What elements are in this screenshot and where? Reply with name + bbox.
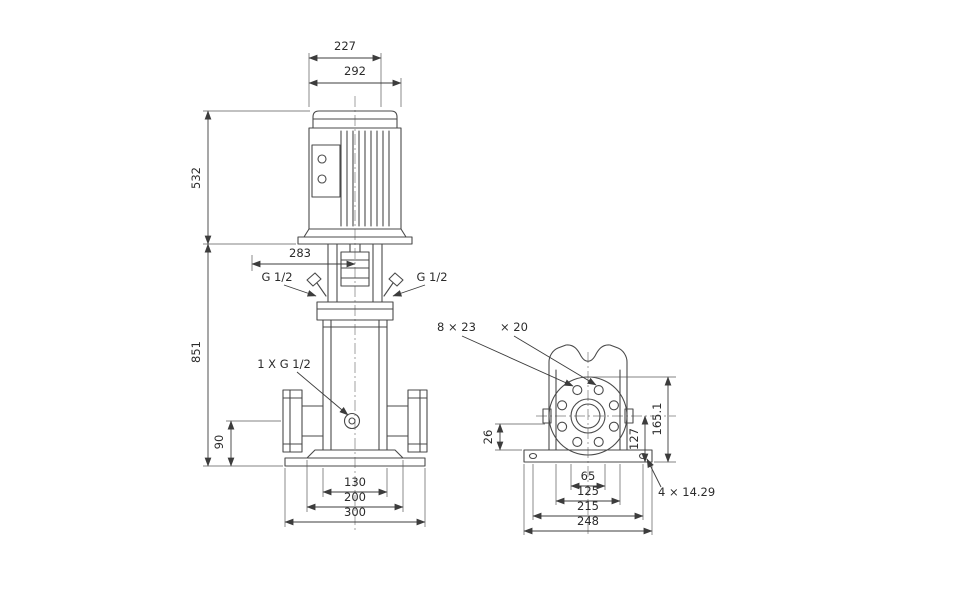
dim-side-port-height-label: 127 — [627, 428, 641, 450]
vent-plug-left — [306, 272, 327, 297]
dim-foot-height: 26 — [481, 423, 545, 451]
flange-face — [542, 376, 634, 456]
motor-fins — [340, 130, 390, 227]
bolt-hole-callout: 8 × 23 × 20 — [437, 320, 597, 387]
drain-label-text: 1 X G 1/2 — [257, 357, 311, 371]
dim-span-65: 65 — [570, 464, 606, 490]
support-bracket — [548, 344, 628, 451]
bolt-depth-label: × 20 — [500, 320, 528, 334]
dim-span-125: 125 — [555, 464, 621, 505]
dim-service-clearance-label: 283 — [289, 246, 311, 260]
dim-motor-width: 292 — [308, 64, 402, 107]
port-label-left: G 1/2 — [261, 270, 317, 297]
dim-hole-span: 215 — [532, 464, 644, 520]
port-label-right: G 1/2 — [392, 270, 448, 297]
motor — [297, 110, 413, 245]
base-hole-callout: 4 × 14.29 — [646, 458, 715, 499]
pump-base — [284, 449, 426, 467]
discharge-flange — [386, 389, 428, 453]
dim-chamber-width: 130 — [322, 468, 388, 497]
dim-base-mid-width-label: 200 — [344, 490, 366, 504]
dim-fan-width: 227 — [308, 39, 382, 107]
dim-chamber-width-label: 130 — [344, 475, 366, 489]
dim-base-width: 300 — [284, 468, 426, 527]
dim-side-base-width-label: 248 — [577, 514, 599, 528]
dim-base-mid-width: 200 — [306, 460, 404, 512]
dim-foot-height-label: 26 — [481, 430, 495, 445]
dim-motor-height: 532 — [189, 110, 310, 245]
dim-port-center-height-label: 90 — [212, 435, 226, 450]
dim-base-width-label: 300 — [344, 505, 366, 519]
bolt-hole-label: 8 × 23 — [437, 320, 476, 334]
side-view: 8 × 23 × 20 26 127 165.1 65 — [437, 320, 715, 536]
dim-span-65-label: 65 — [581, 469, 596, 483]
dim-hole-span-label: 215 — [577, 499, 599, 513]
dim-motor-height-label: 532 — [189, 167, 203, 189]
dim-fan-width-label: 227 — [334, 39, 356, 53]
dim-port-center-height: 90 — [212, 420, 281, 467]
drain-port — [343, 412, 361, 430]
vent-plug-right — [383, 272, 404, 297]
dim-service-clearance: 283 — [251, 246, 356, 271]
dim-bracket-height-label: 165.1 — [650, 403, 664, 436]
front-view: 227 292 532 283 851 90 — [189, 39, 448, 530]
dim-bracket-height: 165.1 — [590, 376, 676, 463]
terminal-box — [311, 144, 341, 198]
port-right-text: G 1/2 — [416, 270, 447, 284]
dim-span-125-label: 125 — [577, 484, 599, 498]
dim-motor-width-label: 292 — [344, 64, 366, 78]
dim-side-base-width: 248 — [523, 464, 653, 535]
coupling-section — [327, 243, 383, 303]
drain-label: 1 X G 1/2 — [257, 357, 349, 416]
base-hole-label: 4 × 14.29 — [658, 485, 715, 499]
flange-bolt-holes — [557, 385, 619, 447]
port-left-text: G 1/2 — [261, 270, 292, 284]
dim-pump-height: 851 — [189, 243, 283, 467]
suction-flange — [282, 389, 324, 453]
dim-pump-height-label: 851 — [189, 341, 203, 363]
